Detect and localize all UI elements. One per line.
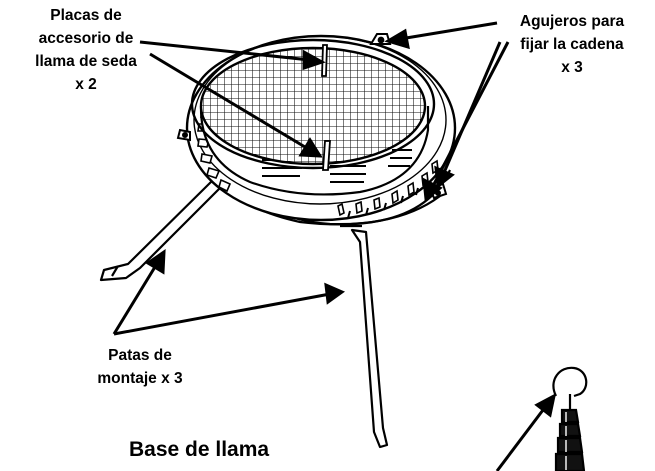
chain-hook-icon	[552, 366, 588, 471]
label-line: Patas de	[108, 347, 172, 364]
label-line: llama de seda	[35, 53, 137, 70]
mounting-leg-right	[340, 224, 389, 449]
label-line: Placas de	[50, 7, 122, 24]
label-line: fijar la cadena	[520, 36, 624, 53]
silk-flame-plates	[321, 44, 331, 171]
diagram-title: Base de llama	[129, 438, 270, 461]
label-line: montaje x 3	[97, 370, 183, 387]
label-line: x 3	[561, 59, 583, 76]
label-line: Agujeros para	[519, 13, 625, 30]
mounting-leg-left	[99, 177, 225, 282]
label-line: accesorio de	[38, 30, 134, 47]
callout-arrows	[112, 21, 557, 471]
label-chain-holes: Agujeros para fijar la cadena x 3	[502, 10, 642, 79]
label-mounting-legs: Patas de montaje x 3	[70, 344, 210, 390]
label-line: x 2	[75, 76, 97, 93]
label-silk-flame-plates: Placas de accesorio de llama de seda x 2	[22, 4, 150, 96]
